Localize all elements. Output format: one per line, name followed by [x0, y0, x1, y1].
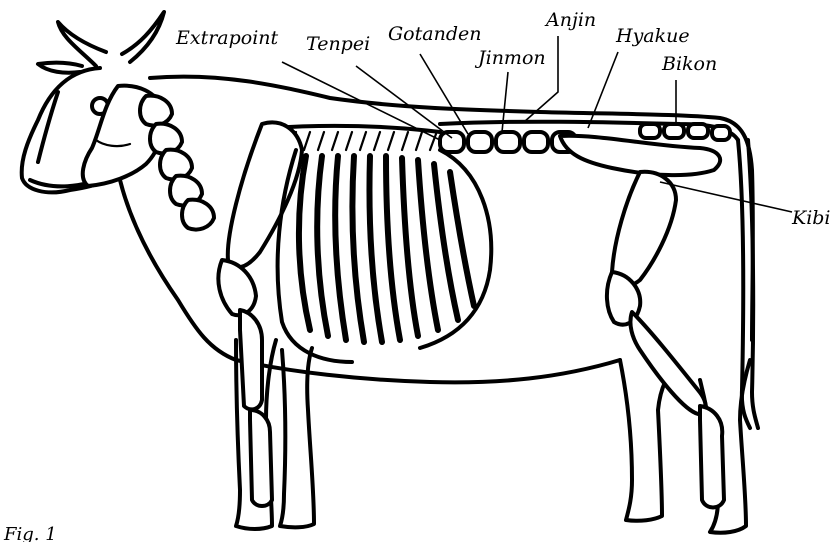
- neck-vertebrae: [140, 96, 214, 230]
- leader-kibi: [660, 182, 792, 212]
- label-jinmon: Jinmon: [474, 47, 546, 69]
- leader-extrapoint: [282, 62, 440, 140]
- ribcage: [278, 150, 492, 362]
- leader-hyakue: [588, 52, 618, 128]
- label-kibi: Kibi: [791, 207, 831, 229]
- figure-caption: Fig. 1: [3, 524, 57, 542]
- label-anjin: Anjin: [544, 9, 596, 31]
- label-tenpei: Tenpei: [306, 33, 370, 55]
- label-gotanden: Gotanden: [388, 23, 481, 45]
- label-hyakue: Hyakue: [615, 25, 690, 47]
- label-extrapoint: Extrapoint: [175, 27, 279, 49]
- tail-vertebrae: [640, 124, 730, 140]
- label-bikon: Bikon: [661, 53, 717, 75]
